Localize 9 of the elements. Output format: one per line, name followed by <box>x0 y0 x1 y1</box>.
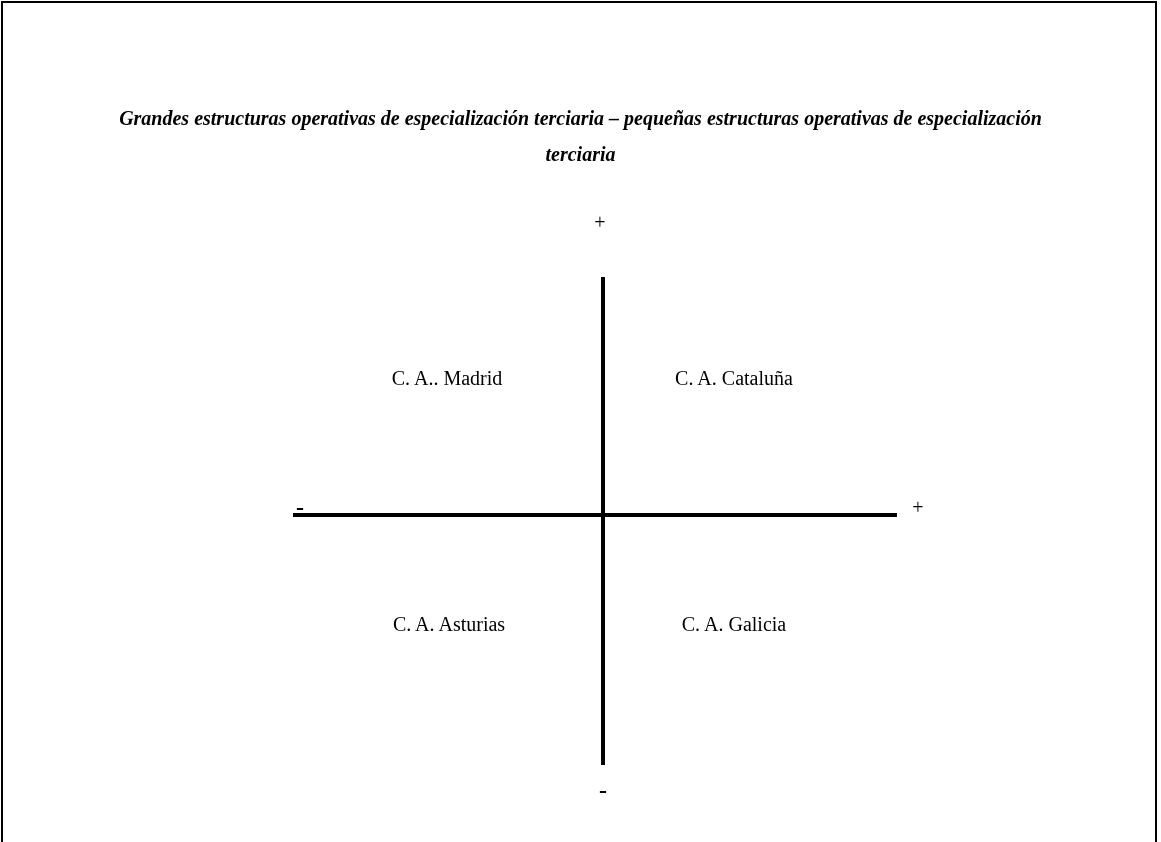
quadrant-label: C. A. Galicia <box>681 612 787 636</box>
quadrant-label: C. A. Asturias <box>392 612 506 636</box>
axis-end-sign: + <box>594 210 606 234</box>
axis-end-sign: - <box>296 495 304 519</box>
axis-end-sign: + <box>912 495 924 519</box>
quadrant-label: C. A.. Madrid <box>391 366 503 390</box>
chart-title: Grandes estructuras operativas de especialización terciaria – pequeñas estructuras operativas de especialización terciaria <box>118 106 1043 167</box>
axis-end-sign: - <box>599 778 607 802</box>
quadrant-label: C. A. Cataluña <box>675 366 793 390</box>
